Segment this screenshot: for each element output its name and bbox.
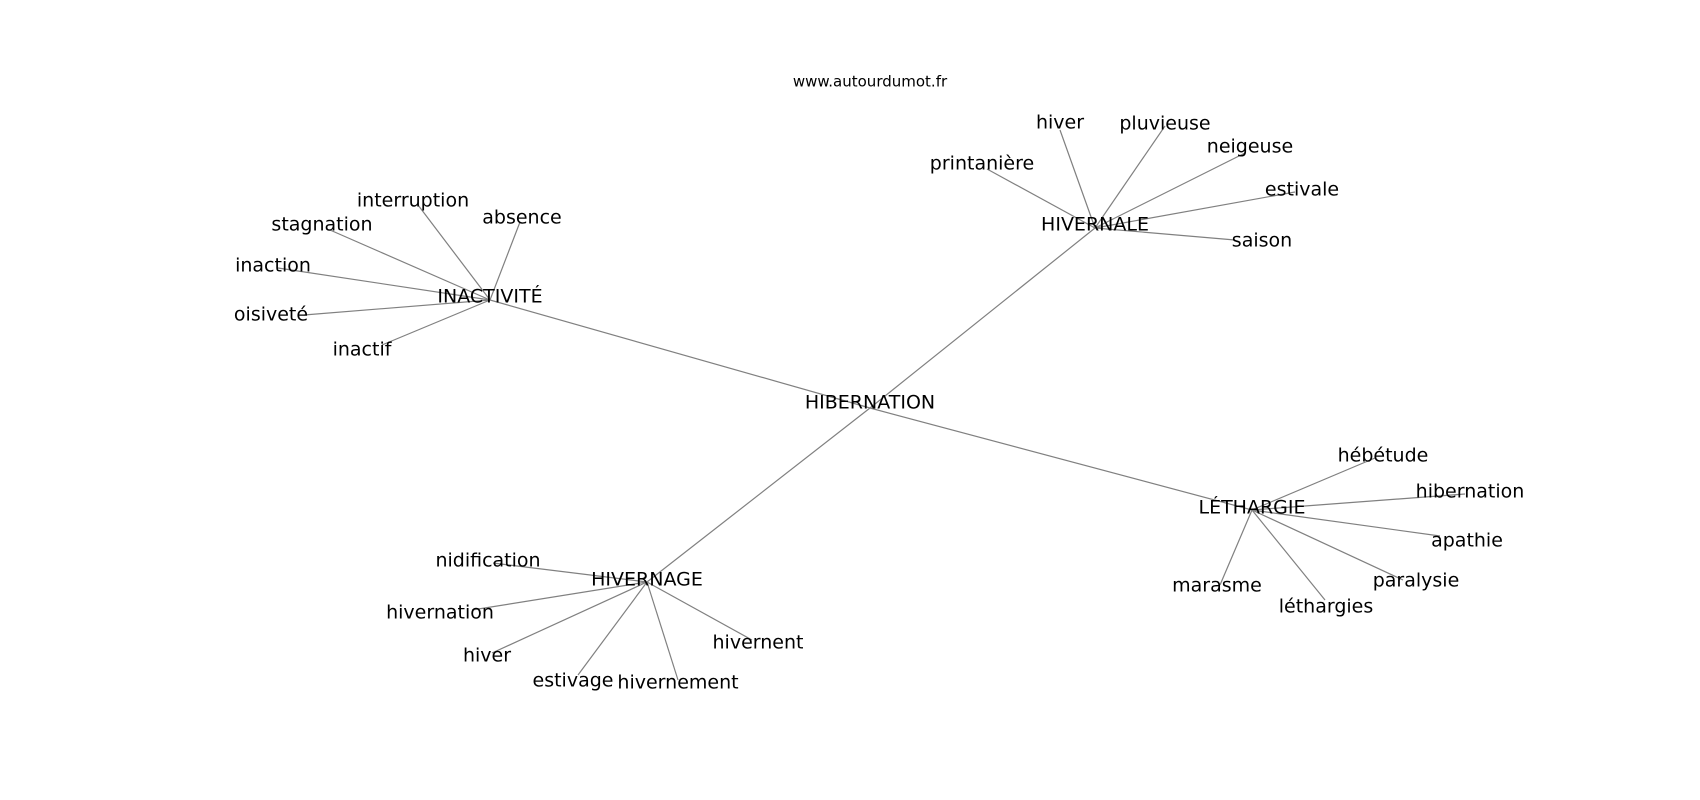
hub-node-label-lethargie: LÉTHARGIE bbox=[1198, 496, 1305, 519]
edge-hivernale-leaf-5 bbox=[1094, 227, 1236, 241]
edge-hivernale-leaf-2 bbox=[1094, 152, 1246, 229]
edge-hivernage-leaf-0 bbox=[492, 562, 648, 583]
leaf-node-label: nidification bbox=[435, 550, 540, 572]
edge-inactivite-leaf-0 bbox=[417, 204, 491, 301]
edge-lethargie-leaf-2 bbox=[1251, 509, 1441, 537]
leaf-node-label: hiver bbox=[463, 645, 511, 667]
edge-root-inactivite bbox=[489, 299, 871, 409]
edge-root-lethargie bbox=[869, 407, 1253, 511]
leaf-node-label: hibernation bbox=[1416, 481, 1525, 503]
leaf-node-label: hivernent bbox=[713, 632, 804, 654]
edge-hivernage-leaf-5 bbox=[646, 581, 679, 681]
leaf-node-label: marasme bbox=[1172, 575, 1262, 597]
edge-hivernale-leaf-3 bbox=[986, 168, 1096, 229]
leaf-node-label: absence bbox=[482, 207, 561, 229]
leaf-node-label: neigeuse bbox=[1207, 136, 1293, 158]
leaf-node-label: apathie bbox=[1431, 530, 1503, 552]
edge-root-hivernage bbox=[646, 407, 871, 583]
leaf-node-label: inactif bbox=[333, 339, 393, 361]
graph-labels: www.autourdumot.fr HIBERNATION HIVERNALE h… bbox=[234, 73, 1524, 694]
edge-hivernale-leaf-4 bbox=[1094, 191, 1296, 229]
edge-inactivite-leaf-4 bbox=[303, 299, 491, 316]
edge-hivernale-leaf-1 bbox=[1094, 125, 1166, 229]
leaf-node-label: stagnation bbox=[271, 214, 372, 236]
leaf-node-label: hiver bbox=[1036, 112, 1084, 134]
edge-lethargie-leaf-3 bbox=[1251, 509, 1404, 581]
edge-inactivite-leaf-5 bbox=[381, 299, 491, 346]
edge-inactivite-leaf-3 bbox=[277, 267, 491, 301]
leaf-node-label: saison bbox=[1232, 230, 1292, 252]
leaf-node-label: hébétude bbox=[1338, 445, 1429, 467]
hub-node-label-inactivite: INACTIVITÉ bbox=[437, 285, 542, 308]
leaf-node-label: interruption bbox=[357, 190, 469, 212]
edge-inactivite-leaf-1 bbox=[329, 229, 491, 301]
edge-hivernage-leaf-4 bbox=[577, 581, 648, 676]
hub-node-label-hivernage: HIVERNAGE bbox=[591, 569, 703, 591]
edge-lethargie-leaf-5 bbox=[1251, 509, 1326, 601]
edge-hivernage-leaf-1 bbox=[471, 581, 648, 611]
leaf-node-label: printanière bbox=[930, 153, 1034, 175]
edge-hivernage-leaf-2 bbox=[491, 581, 648, 654]
edge-lethargie-leaf-4 bbox=[1219, 509, 1253, 586]
leaf-node-label: paralysie bbox=[1373, 570, 1460, 592]
leaf-node-label: estivage bbox=[533, 670, 614, 692]
hub-node-label-hivernale: HIVERNALE bbox=[1041, 214, 1149, 236]
edge-lethargie-leaf-1 bbox=[1251, 493, 1466, 511]
leaf-node-label: pluvieuse bbox=[1119, 113, 1210, 135]
root-node-label: HIBERNATION bbox=[805, 392, 935, 414]
leaf-node-label: oisiveté bbox=[234, 304, 308, 326]
edge-lethargie-leaf-0 bbox=[1251, 457, 1376, 511]
leaf-node-label: inaction bbox=[235, 255, 311, 277]
edge-hivernale-leaf-0 bbox=[1059, 129, 1096, 229]
leaf-node-label: hivernement bbox=[617, 672, 738, 694]
leaf-node-label: hivernation bbox=[386, 602, 494, 624]
source-label: www.autourdumot.fr bbox=[793, 73, 948, 91]
leaf-node-label: léthargies bbox=[1279, 596, 1374, 618]
edge-inactivite-leaf-2 bbox=[489, 221, 521, 301]
edge-hivernage-leaf-3 bbox=[646, 581, 753, 641]
edge-root-hivernale bbox=[869, 227, 1096, 409]
graph-edges bbox=[277, 125, 1466, 681]
leaf-node-label: estivale bbox=[1265, 179, 1339, 201]
